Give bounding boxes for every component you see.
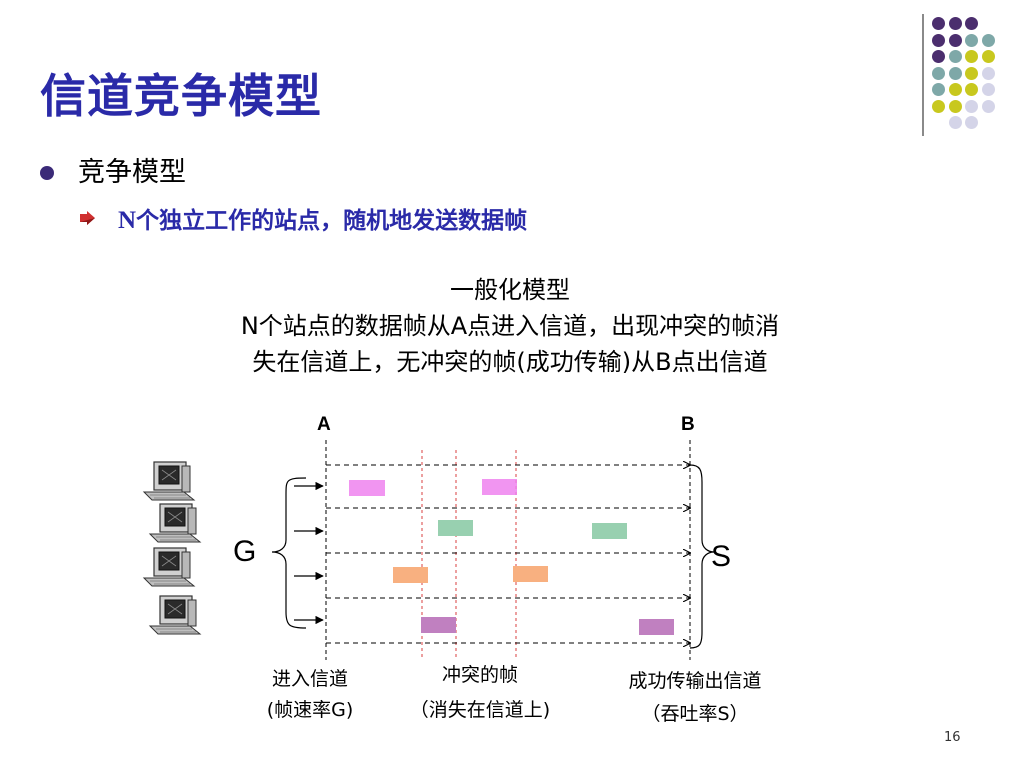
decorative-dot <box>948 50 962 63</box>
decorative-dot <box>948 99 962 113</box>
bullet-n-stations: N个独立工作的站点，随机地发送数据帧 <box>118 201 527 235</box>
decorative-dot <box>932 66 945 80</box>
model-caption: 一般化模型 N个站点的数据帧从A点进入信道，出现冲突的帧消 失在信道上，无冲突的… <box>150 272 870 380</box>
decorative-dot <box>981 83 995 96</box>
decorative-dot <box>965 50 978 63</box>
point-a-label: A <box>317 414 331 435</box>
bullet-n-letter: N <box>118 207 137 234</box>
decorative-dot <box>948 33 962 47</box>
decorative-dot <box>948 17 962 30</box>
decorative-dot <box>948 66 962 80</box>
frame-purple <box>421 617 456 633</box>
point-b-label: B <box>681 414 695 435</box>
decorative-dot <box>965 66 978 80</box>
computer-icon <box>149 503 201 543</box>
success-output-caption: 成功传输出信道 （吞吐率S） <box>600 666 790 726</box>
channel-lines <box>326 465 690 643</box>
decorative-dot <box>965 83 978 96</box>
computer-icon <box>149 595 201 635</box>
decorative-dot <box>932 17 945 30</box>
decorative-dot <box>932 50 945 63</box>
frame-green <box>438 520 473 536</box>
decorative-dot <box>965 99 978 113</box>
caption-line-3: 失在信道上，无冲突的帧(成功传输)从B点出信道 <box>252 348 768 376</box>
decorative-dot <box>981 66 995 80</box>
frame-purple <box>639 619 674 635</box>
input-arrows <box>294 481 324 625</box>
decorative-dot <box>981 50 995 63</box>
computer-icon <box>143 461 195 501</box>
decorative-dot <box>932 83 945 96</box>
bullet-competition-model: 竞争模型 <box>78 157 186 188</box>
success-caption-line-1: 成功传输出信道 <box>628 670 762 692</box>
caption-line-1: 一般化模型 <box>450 276 570 304</box>
decorative-dot <box>948 83 962 96</box>
bullet-dot-icon <box>40 166 54 180</box>
decorative-dot <box>981 33 995 47</box>
decorative-dot <box>965 33 978 47</box>
arrow-bullet-icon <box>80 210 96 229</box>
slide-title: 信道竞争模型 <box>40 69 322 123</box>
decorative-dot <box>948 116 962 129</box>
collide-caption-line-2: （消失在信道上) <box>409 699 551 721</box>
input-group-label: G <box>233 535 257 568</box>
page-number: 16 <box>944 730 961 745</box>
frame-orange <box>393 567 428 583</box>
decorative-dot <box>965 17 978 30</box>
decorative-divider <box>922 14 924 136</box>
frame-pink <box>482 479 517 495</box>
collided-frames-caption: 冲突的帧 （消失在信道上) <box>385 660 575 722</box>
bullet-n-rest: 个独立工作的站点，随机地发送数据帧 <box>136 208 528 234</box>
computer-icon <box>143 547 195 587</box>
frame-green <box>592 523 627 539</box>
frame-pink <box>349 480 385 496</box>
decorative-dot <box>981 99 995 113</box>
enter-caption-line-2: (帧速率G) <box>266 699 354 721</box>
decorative-dot <box>932 99 945 113</box>
success-caption-line-2: （吞吐率S） <box>641 703 749 725</box>
decorative-dot <box>965 116 978 129</box>
output-brace <box>689 464 715 649</box>
enter-channel-caption: 进入信道 (帧速率G) <box>240 664 380 722</box>
decorative-dot <box>932 33 945 47</box>
frame-orange <box>513 566 548 582</box>
caption-line-2: N个站点的数据帧从A点进入信道，出现冲突的帧消 <box>240 312 780 340</box>
collide-caption-line-1: 冲突的帧 <box>441 664 518 686</box>
output-group-label: S <box>711 540 732 573</box>
enter-caption-line-1: 进入信道 <box>271 668 348 690</box>
input-brace <box>271 477 307 629</box>
